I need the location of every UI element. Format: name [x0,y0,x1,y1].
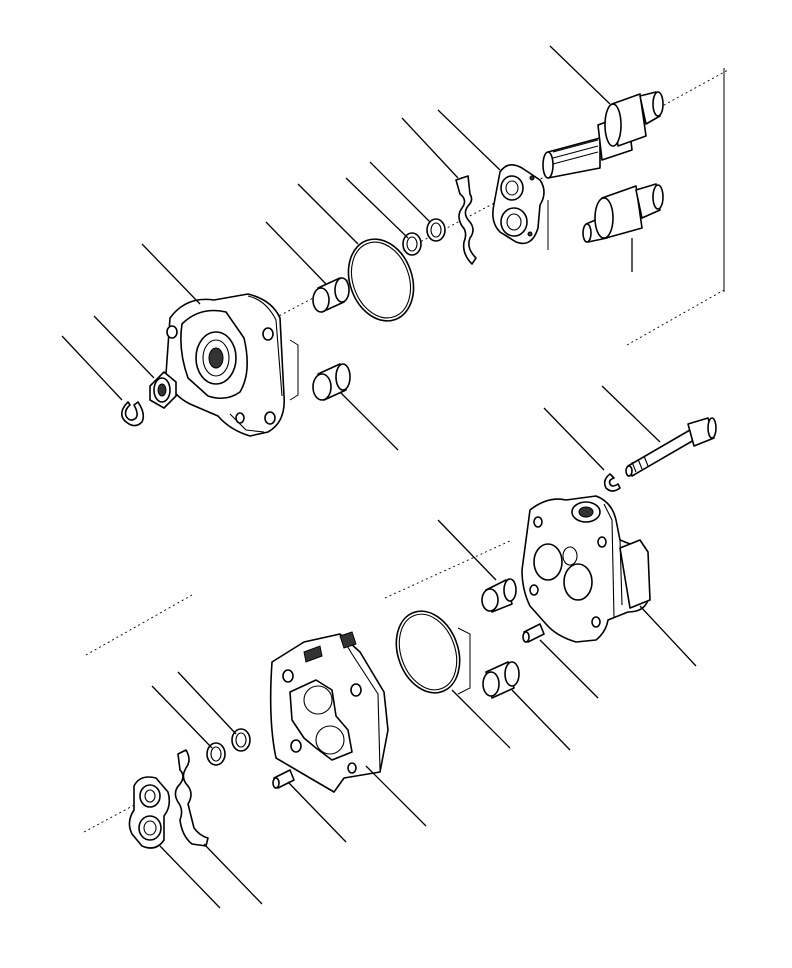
gear-housing-body [269,631,389,793]
lower-o-ring-inner [398,613,458,691]
upper-o-ring [347,238,415,322]
grouping-brackets [289,68,725,695]
lower-seal [174,749,209,847]
front-cover-flange [165,293,285,437]
leader-lines [61,45,697,909]
shaft-seal [149,371,177,409]
rear-needle-bearing-b [482,661,520,699]
dowel-pin-front [272,769,295,789]
rear-housing [521,495,651,643]
driven-gear [582,183,664,243]
upper-rings [402,218,446,256]
snap-ring [120,401,145,427]
dowel-pin-rear [522,623,545,643]
lower-o-ring [395,610,461,694]
upper-seal [455,175,477,265]
lower-rings [206,728,251,766]
upper-needle-bearing-b [312,363,351,401]
assembly-axes [83,69,729,833]
lower-bearing-plate [128,776,171,849]
bolt-washer [603,473,621,492]
through-bolt [625,417,717,477]
drive-shaft-gear [542,91,664,179]
upper-o-ring-inner [350,241,412,319]
upper-bearing-plate [492,164,545,245]
upper-needle-bearing-a [312,277,350,313]
rear-needle-bearing-a [481,578,517,613]
